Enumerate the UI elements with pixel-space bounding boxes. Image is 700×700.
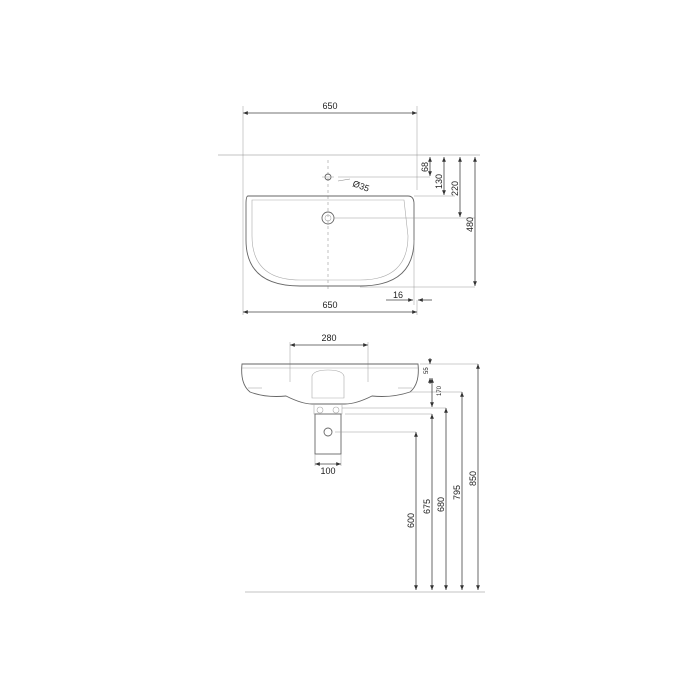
dimension-label-650-top: 650	[322, 101, 337, 111]
dimension-label-600: 600	[406, 513, 416, 528]
diameter-leader	[337, 178, 351, 182]
dimension-label-280: 280	[321, 333, 336, 343]
dimension-label-220: 220	[450, 181, 460, 196]
dimension-label-680: 680	[436, 497, 446, 512]
siphon-pipe	[314, 413, 342, 455]
siphon-bolt-left	[316, 406, 324, 414]
dimension-label-68: 68	[420, 162, 430, 172]
basin-outline	[245, 195, 415, 287]
front-view: 280 100 55 170 60	[241, 333, 485, 593]
dimension-label-650-bottom: 650	[322, 300, 337, 310]
dimension-label-850: 850	[468, 471, 478, 486]
basin-inner-outline	[251, 199, 409, 281]
dimension-label-170: 170	[437, 385, 443, 396]
dimension-label-130: 130	[434, 174, 444, 189]
dimension-label-480: 480	[465, 217, 475, 232]
dimension-label-795: 795	[452, 485, 462, 500]
dimension-label-675: 675	[422, 499, 432, 514]
pedestal-neck	[311, 369, 345, 399]
dimension-label-16: 16	[393, 290, 403, 300]
siphon-bolt-right	[332, 406, 340, 414]
drain-inner	[324, 214, 332, 222]
siphon-outlet	[323, 427, 333, 437]
dimension-label-55: 55	[424, 367, 430, 374]
diameter-label: Ø35	[351, 178, 370, 193]
dimension-label-100: 100	[320, 466, 335, 476]
top-view: 650 Ø35 68 130 220 480	[218, 101, 480, 315]
